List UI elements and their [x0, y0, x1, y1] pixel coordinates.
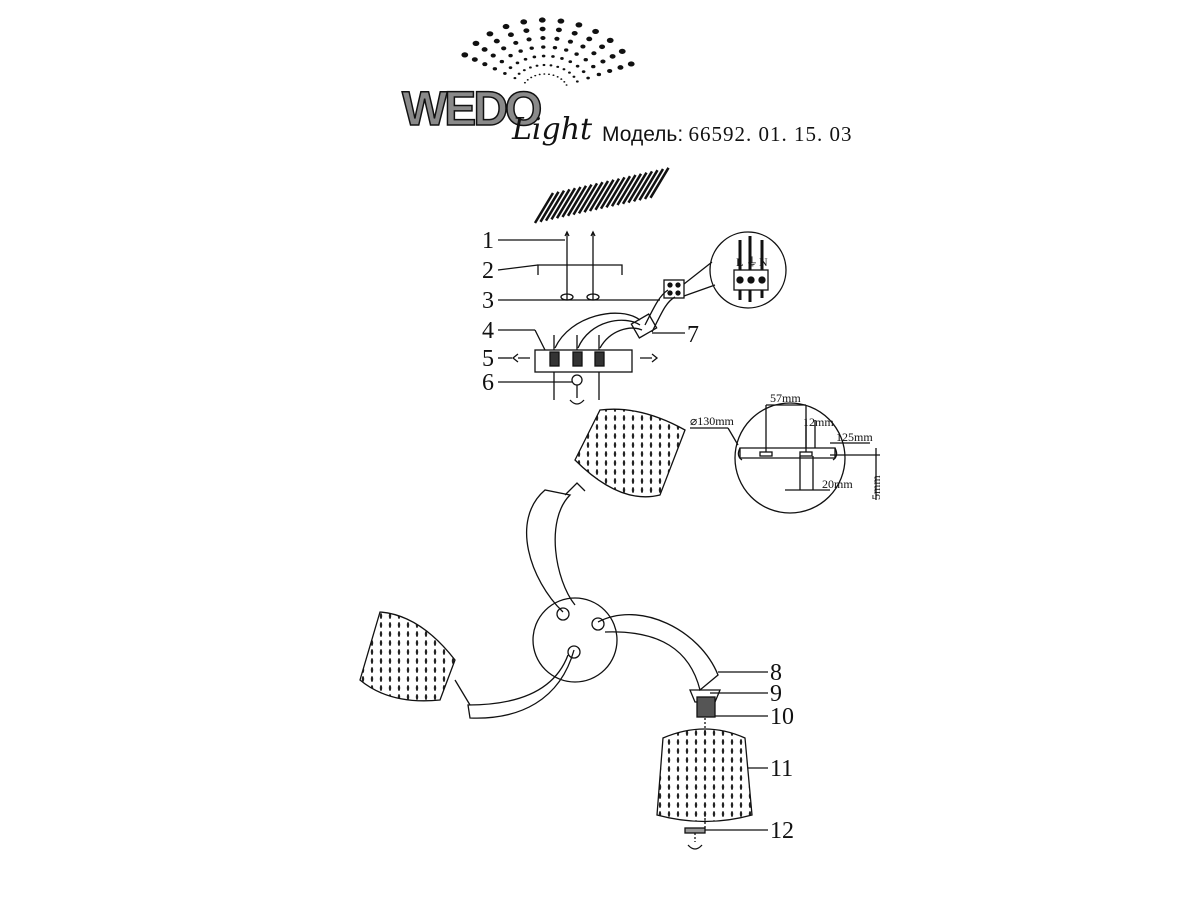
shade-left: [359, 611, 456, 702]
part-label-2: 2: [482, 258, 494, 284]
model-number: 66592. 01. 15. 03: [688, 122, 853, 146]
base-plate: [534, 349, 633, 373]
brand-logo-sub: Light: [512, 112, 593, 147]
model-label: Модель:: [602, 123, 684, 146]
arm-right: [597, 613, 719, 692]
part-label-1: 1: [482, 228, 494, 254]
dim-5: 5mm: [869, 475, 883, 500]
terminal-n: N: [759, 255, 768, 269]
shade-11: [656, 728, 753, 823]
part-label-6: 6: [482, 370, 494, 396]
arm-upper: [525, 489, 576, 613]
arm-left: [467, 649, 575, 719]
part-label-3: 3: [482, 288, 494, 314]
terminal-block: [663, 279, 685, 299]
brand-logo: WEDO: [401, 82, 543, 137]
part-label-5: 5: [482, 346, 494, 372]
model-line: Модель: 66592. 01. 15. 03: [602, 122, 852, 147]
dim-57: 57mm: [770, 391, 801, 405]
dim-20: 20mm: [822, 477, 853, 491]
chandelier: [359, 408, 753, 850]
dim-diameter: ⌀130mm: [690, 414, 735, 428]
part-label-8: 8: [770, 660, 782, 686]
leader-lines: [497, 239, 768, 831]
part-label-9: 9: [770, 681, 782, 707]
dim-125: 125mm: [836, 430, 873, 444]
terminal-l: L: [736, 255, 743, 269]
wiring-magnifier: [709, 231, 787, 309]
mounting-bracket: [537, 264, 623, 275]
part-label-12: 12: [770, 818, 794, 844]
dim-12: 12mm: [803, 415, 834, 429]
canopy: [532, 597, 618, 683]
part-label-4: 4: [482, 318, 494, 344]
detail-magnifier: [690, 402, 880, 514]
shade-upper: [574, 408, 686, 498]
ceiling-hatch: [533, 167, 670, 224]
part-label-10: 10: [770, 704, 794, 730]
part-label-11: 11: [770, 756, 793, 782]
terminal-e: ⏚: [746, 255, 758, 269]
mounting-assembly: [511, 230, 787, 405]
part-label-7: 7: [687, 322, 699, 348]
